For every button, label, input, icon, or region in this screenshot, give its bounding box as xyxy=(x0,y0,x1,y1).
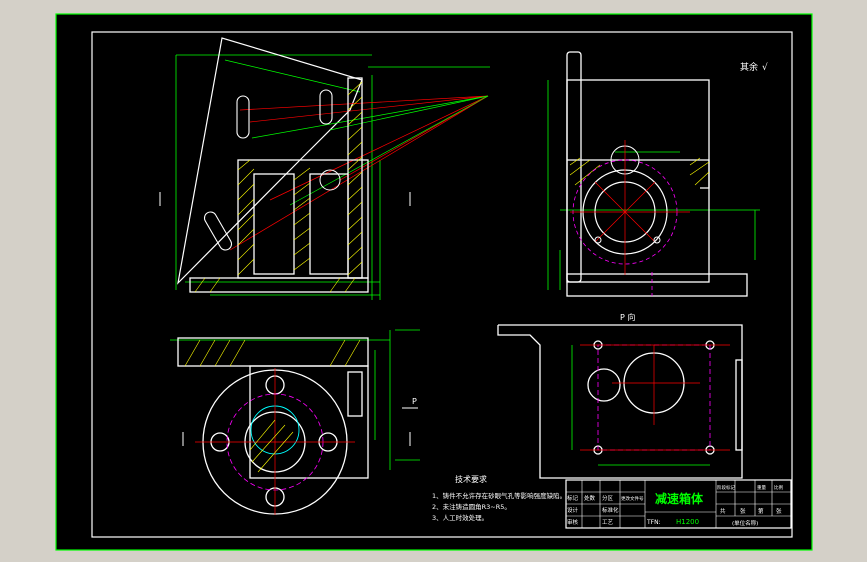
part-code: H1200 xyxy=(676,518,699,526)
technical-notes: 技术要求 1、铸件不允许存在砂眼气孔等影响强度缺陷。 2、未注铸造圆角R3~R5… xyxy=(432,474,566,522)
view-label: P 向 xyxy=(620,312,635,322)
tb-standardization: 标准化 xyxy=(602,506,619,514)
roughness-symbol: √ xyxy=(762,62,768,73)
notes-title: 技术要求 xyxy=(455,474,487,484)
tb-total: 共 xyxy=(720,507,726,515)
roughness-note: 其余 xyxy=(740,61,758,73)
tb-company: (单位名称) xyxy=(732,519,758,527)
tb-weight: 重量 xyxy=(757,484,766,491)
note-2: 2、未注铸造圆角R3~R5。 xyxy=(432,502,511,511)
tb-review: 审核 xyxy=(567,518,579,526)
top-view: P xyxy=(170,329,420,515)
part-title: 减速箱体 xyxy=(655,491,704,506)
tb-zone: 分区 xyxy=(602,494,614,502)
direction-label: P xyxy=(412,397,417,406)
tb-change-doc: 更改文件号 xyxy=(621,495,644,502)
tb-designer: 设计 xyxy=(567,506,579,514)
title-block: 标记 处数 分区 更改文件号 设计 标准化 审核 工艺 减速箱体 TFN: H1… xyxy=(565,479,792,529)
tb-stage: 阶段标记 xyxy=(717,484,735,491)
tb-sheet-2: 张 xyxy=(776,507,782,515)
tb-of: 第 xyxy=(758,507,764,515)
tb-process: 工艺 xyxy=(602,519,614,526)
outer-border xyxy=(55,13,813,551)
side-view xyxy=(547,51,760,297)
note-3: 3、人工时效处理。 xyxy=(432,513,488,522)
note-1: 1、铸件不允许存在砂眼气孔等影响强度缺陷。 xyxy=(432,491,566,500)
front-view xyxy=(159,37,490,300)
p-view: P 向 xyxy=(497,312,743,479)
tb-scale: 比例 xyxy=(774,484,783,491)
inner-frame xyxy=(91,31,793,538)
tb-count: 处数 xyxy=(584,494,596,502)
tfn-label: TFN: xyxy=(646,519,661,526)
tb-sheet: 张 xyxy=(740,507,746,515)
tb-mark: 标记 xyxy=(567,494,579,502)
